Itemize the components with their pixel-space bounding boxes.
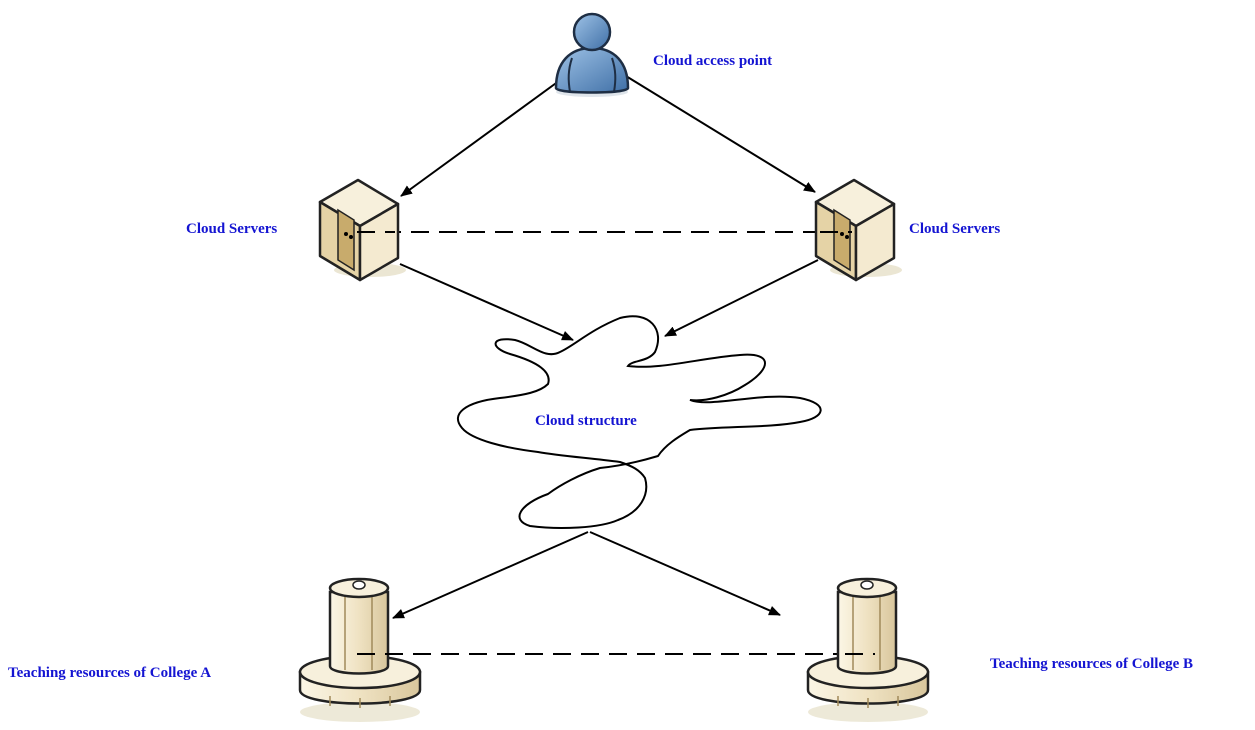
label-cloud-servers-left: Cloud Servers [186,221,278,237]
arrow-cloud-to-college-a [392,531,589,619]
label-cloud-access-point: Cloud access point [653,53,773,69]
arrow-right-server-to-cloud [664,259,819,337]
label-cloud-servers-right: Cloud Servers [909,221,1001,237]
cloud-shape [456,315,822,529]
user-icon [554,12,630,97]
column-icon-college-b [806,577,930,722]
server-icon-right [814,178,902,282]
arrow-access-to-right-server [594,56,816,193]
label-cloud-structure: Cloud structure [535,413,637,429]
server-icon-left [318,178,406,282]
connectors [355,56,875,655]
label-college-a: Teaching resources of College A [8,665,212,681]
column-icon-college-a [298,577,422,722]
arrow-access-to-left-server [400,61,586,197]
dashed-overlays [357,231,875,655]
arrow-left-server-to-cloud [399,263,574,341]
arrow-cloud-to-college-b [589,531,781,616]
label-college-b: Teaching resources of College B [990,656,1194,672]
